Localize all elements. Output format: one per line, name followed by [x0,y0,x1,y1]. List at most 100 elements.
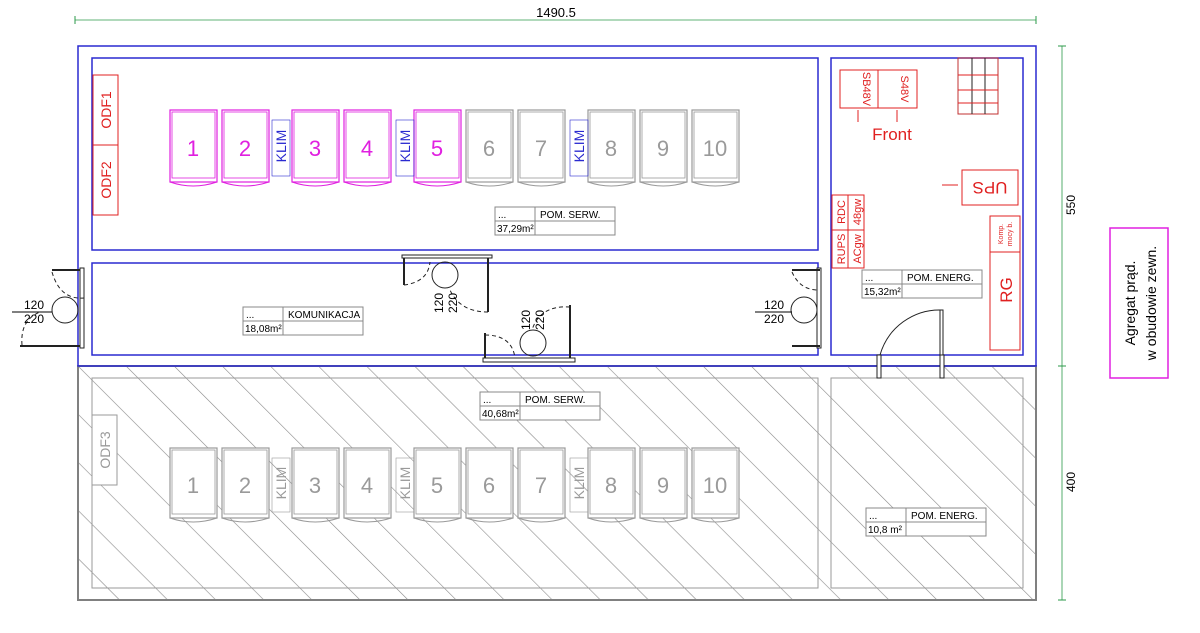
door-3-height: 220 [533,310,547,330]
klim-unit: KLIM [395,457,415,513]
rack-number: 4 [361,136,373,161]
rack-10: 10 [691,447,740,523]
klim-label: KLIM [273,130,289,163]
corridor [91,262,819,356]
room-name: KOMUNIKACJA [288,310,361,321]
generator-box: Agregat prąd. w obudowie zewn. [1109,227,1169,379]
room-code: ... [865,273,873,284]
dimension-height-top: 550 [1064,195,1078,215]
rack-2: 2 [221,447,270,523]
room-label: ... POM. SERW. 37,29m² [494,206,616,236]
rack-7: 7 [517,109,566,187]
rack-number: 8 [605,136,617,161]
room-area: 10,8 m² [868,525,903,536]
rack-number: 6 [483,136,495,161]
rack-number: 7 [535,473,547,498]
room-label: ... POM. ENERG. 10,8 m² [865,507,987,537]
klim-label: KLIM [571,130,587,163]
rack-number: 3 [309,473,321,498]
mocy-label: mocy b. [1007,222,1014,247]
door-2-height: 220 [446,293,460,313]
building-outline [77,45,1037,367]
generator-line1: Agregat prąd. [1122,261,1138,346]
dimension-height-bottom: 400 [1064,472,1078,492]
klim-label: KLIM [397,467,413,500]
rack-5: 5 [413,109,462,187]
rack-number: 8 [605,473,617,498]
rack-number: 6 [483,473,495,498]
dimension-height: 550 400 [1058,45,1078,601]
front-label: Front [872,125,912,144]
room-area: 37,29m² [497,224,534,235]
room-code: ... [869,511,877,522]
rack-number: 1 [187,136,199,161]
generator-line2: w obudowie zewn. [1143,246,1159,361]
klim-unit: KLIM [395,119,415,177]
rack-8: 8 [587,109,636,187]
rack-number: 7 [535,136,547,161]
energy-equipment [831,57,1021,351]
rack-number: 4 [361,473,373,498]
klim-unit: KLIM [271,457,291,513]
room-label: ...POM. ENERG.15,32m² [861,269,983,299]
rack-number: 10 [703,136,727,161]
door-4-width: 120 [764,298,784,312]
odf1-label: ODF1 [98,91,114,129]
klim-label: KLIM [273,467,289,500]
komp-label: Komp. [998,224,1005,244]
room-code: ... [498,210,506,221]
klim-unit: KLIM [271,119,291,177]
klim-label: KLIM [571,467,587,500]
room-code: ... [246,310,254,321]
dimension-width: 1490.5 [74,5,1037,24]
sb48v-label: SB48V [860,72,872,107]
rack-6: 6 [465,109,514,187]
odf-cabinet: ODF1 ODF2 [92,74,119,216]
rack-1: 1 [169,109,218,187]
room-area: 15,32m² [864,287,901,298]
room-name: POM. ENERG. [911,511,978,522]
rack-number: 3 [309,136,321,161]
door-1-height: 220 [24,312,44,326]
rack-7: 7 [517,447,566,523]
odf3-label: ODF3 [97,431,113,469]
rack-9: 9 [639,109,688,187]
room-area: 40,68m² [482,409,519,420]
room-name: POM. SERW. [540,210,600,221]
rack-2: 2 [221,109,270,187]
s48v-label: S48V [898,76,910,104]
rack-4: 4 [343,109,392,187]
rack-number: 9 [657,136,669,161]
rack-number: 10 [703,473,727,498]
rdc-label: RDC [836,200,848,224]
rack-number: 1 [187,473,199,498]
door-1-width: 120 [24,298,44,312]
rack-6: 6 [465,447,514,523]
room-code: ... [483,395,491,406]
doors [20,254,822,363]
rack-8: 8 [587,447,636,523]
klim-unit: KLIM [569,119,589,177]
rg-label: RG [997,277,1016,303]
door-4-height: 220 [764,312,784,326]
48gw-label: 48gw [852,199,864,225]
rack-10: 10 [691,109,740,187]
rack-5: 5 [413,447,462,523]
room-name: POM. SERW. [525,395,585,406]
room-label: ... KOMUNIKACJA 18,08m² [242,306,364,336]
energy-room-door [876,309,945,379]
klim-unit: KLIM [569,457,589,513]
rack-number: 5 [431,136,443,161]
rack-3: 3 [291,109,340,187]
rack-number: 5 [431,473,443,498]
rack-number: 2 [239,136,251,161]
rack-9: 9 [639,447,688,523]
rack-number: 9 [657,473,669,498]
door-2-width: 120 [432,293,446,313]
rack-3: 3 [291,447,340,523]
room-area: 18,08m² [245,324,282,335]
rups-label: RUPS [836,234,848,265]
dimension-width-label: 1490.5 [536,5,576,20]
